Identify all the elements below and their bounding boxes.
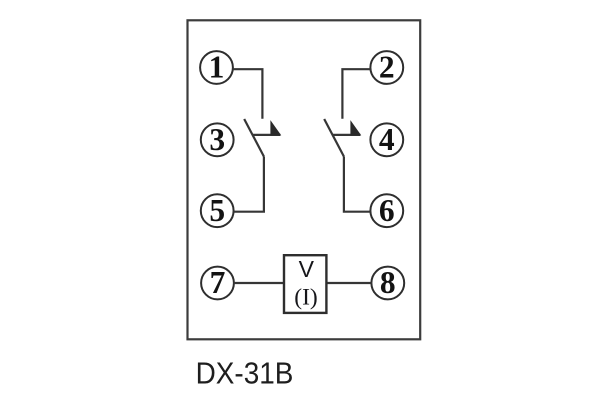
svg-text:7: 7 — [210, 265, 226, 300]
svg-text:4: 4 — [379, 122, 395, 157]
svg-text:2: 2 — [379, 50, 395, 85]
svg-text:V: V — [299, 256, 315, 282]
svg-text:DX-31B: DX-31B — [196, 356, 294, 391]
svg-text:1: 1 — [209, 50, 225, 85]
svg-text:3: 3 — [209, 122, 225, 157]
svg-text:5: 5 — [209, 193, 225, 228]
svg-text:(I): (I) — [294, 284, 317, 310]
svg-text:8: 8 — [380, 265, 396, 300]
svg-text:6: 6 — [379, 193, 395, 228]
